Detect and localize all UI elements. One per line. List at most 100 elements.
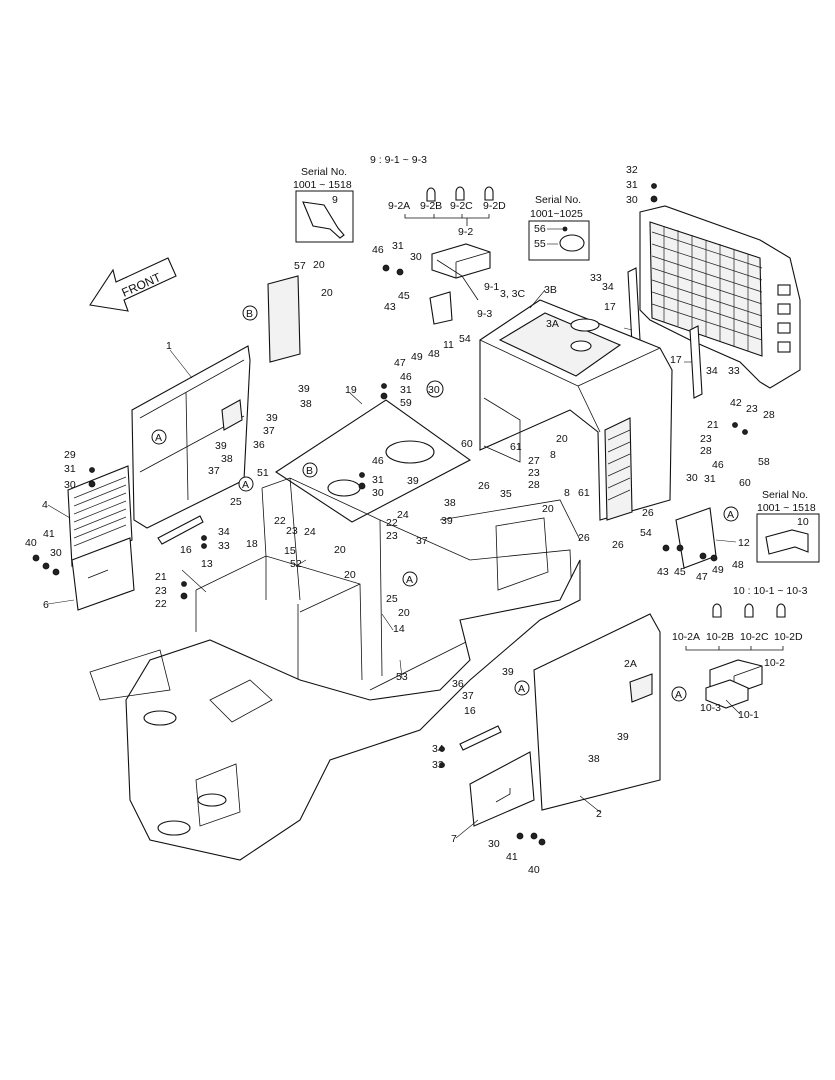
label-43b: 43 (657, 566, 669, 578)
circled-ref-30: 30 (426, 380, 444, 398)
label-47a: 47 (394, 357, 406, 369)
label-28c: 28 (700, 445, 712, 457)
label-21b: 21 (707, 419, 719, 431)
label-20c: 20 (556, 433, 568, 445)
panel-57 (267, 275, 301, 363)
label-30c: 30 (410, 251, 422, 263)
label-46b: 46 (400, 371, 412, 383)
label-20e: 20 (334, 544, 346, 556)
label-39a: 39 (298, 383, 310, 395)
label-30e: 30 (626, 194, 638, 206)
radiator-grille (627, 205, 801, 399)
svg-text:A: A (518, 683, 525, 695)
label-3a: 3A (546, 318, 559, 330)
label-26a: 26 (478, 480, 490, 492)
label-10-2: 10-2 (764, 657, 785, 669)
label-9-1: 9-1 (484, 281, 499, 293)
serial-box-part-55: 55 (534, 238, 546, 250)
label-20f: 20 (344, 569, 356, 581)
label-22b: 22 (155, 598, 167, 610)
cab-frame (195, 477, 581, 691)
label-2: 2 (596, 808, 602, 820)
label-26d: 26 (578, 532, 590, 544)
label-43a: 43 (384, 301, 396, 313)
label-37a: 37 (263, 425, 275, 437)
label-12: 12 (738, 537, 750, 549)
label-29: 29 (64, 449, 76, 461)
label-26b: 26 (642, 507, 654, 519)
label-1: 1 (166, 340, 172, 352)
label-35: 35 (500, 488, 512, 500)
label-61b: 61 (578, 487, 590, 499)
label-31a: 31 (64, 463, 76, 475)
label-33c: 33 (218, 540, 230, 552)
serial-box-9-range: 1001 ~ 1518 (293, 179, 352, 191)
access-panel-6 (71, 537, 135, 611)
label-31e: 31 (626, 179, 638, 191)
label-30d: 30 (372, 487, 384, 499)
label-38a: 38 (300, 398, 312, 410)
label-10-2b: 10-2B (706, 631, 734, 643)
label-3b: 3B (544, 284, 557, 296)
label-39c: 39 (215, 440, 227, 452)
label-37b: 37 (208, 465, 220, 477)
leader-lines (47, 289, 741, 839)
label-4: 4 (42, 499, 48, 511)
label-39d: 39 (407, 475, 419, 487)
label-39e: 39 (441, 515, 453, 527)
label-24b: 24 (397, 509, 409, 521)
label-18: 18 (246, 538, 258, 550)
label-30b: 30 (50, 547, 62, 559)
fastener-glyphs (32, 183, 748, 846)
label-25a: 25 (230, 496, 242, 508)
serial-box-10-part: 10 (797, 516, 809, 528)
label-39f: 39 (502, 666, 514, 678)
label-13: 13 (201, 558, 213, 570)
side-cover (533, 613, 661, 811)
label-10-1: 10-1 (738, 709, 759, 721)
serial-box-10-range: 1001 ~ 1518 (757, 502, 816, 514)
label-36b: 36 (452, 678, 464, 690)
svg-text:30: 30 (428, 384, 440, 396)
label-25b: 25 (386, 593, 398, 605)
label-20g: 20 (398, 607, 410, 619)
label-40a: 40 (25, 537, 37, 549)
label-54a: 54 (459, 333, 471, 345)
label-23d: 23 (528, 467, 540, 479)
label-31c: 31 (400, 384, 412, 396)
label-31d: 31 (372, 474, 384, 486)
circled-ref-b: B B (242, 305, 318, 478)
label-28a: 28 (528, 479, 540, 491)
label-33a: 33 (590, 272, 602, 284)
label-46d: 46 (712, 459, 724, 471)
label-9-2d: 9-2D (483, 200, 506, 212)
part-labels: 1 2 2A 3, 3C 3A 3B 4 6 7 8 8 9-1 9-2 9-2… (25, 164, 803, 876)
label-34c: 34 (218, 526, 230, 538)
label-19: 19 (345, 384, 357, 396)
label-60a: 60 (461, 438, 473, 450)
bracket-12 (675, 507, 717, 569)
label-34b: 34 (706, 365, 718, 377)
svg-text:B: B (306, 465, 313, 477)
svg-text:A: A (406, 574, 413, 586)
label-49b: 49 (712, 564, 724, 576)
svg-text:A: A (675, 689, 682, 701)
label-42: 42 (730, 397, 742, 409)
label-51: 51 (257, 467, 269, 479)
serial-box-55-56: Serial No. 1001~1025 56 55 (528, 194, 590, 261)
label-53: 53 (396, 671, 408, 683)
label-20b: 20 (321, 287, 333, 299)
label-2a: 2A (624, 658, 637, 670)
serial-box-55-56-title: Serial No. (535, 194, 581, 206)
louver-panel (67, 465, 133, 567)
label-7: 7 (451, 833, 457, 845)
floor-plate (274, 399, 472, 523)
label-17b: 17 (670, 354, 682, 366)
label-58: 58 (758, 456, 770, 468)
label-33d: 33 (432, 759, 444, 771)
serial-box-55-56-range: 1001~1025 (530, 208, 583, 220)
label-34d: 34 (432, 743, 444, 755)
label-17: 17 (604, 301, 616, 313)
label-9-2a: 9-2A (388, 200, 410, 212)
